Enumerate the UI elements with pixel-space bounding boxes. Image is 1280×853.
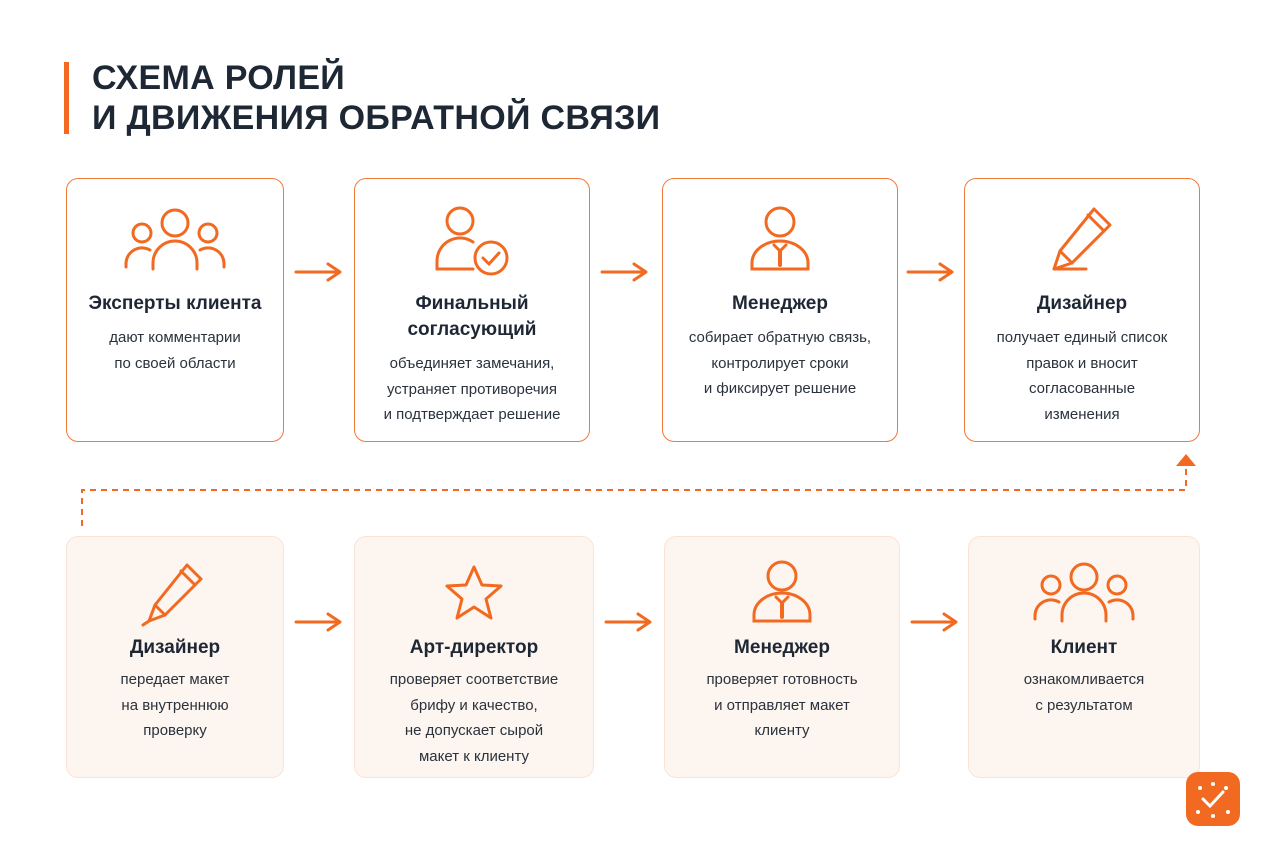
desc-line: не допускает сырой: [404, 722, 544, 739]
desc-line: и подтверждает решение: [383, 406, 561, 423]
card-name: Менеджер: [732, 293, 828, 314]
card-name: Дизайнер: [1036, 293, 1128, 314]
arrow-right-icon: [294, 612, 342, 632]
card-desc: дают комментарии по своей области: [77, 325, 273, 376]
brand-logo-icon: [1186, 772, 1240, 826]
arrow-right-icon: [906, 262, 954, 282]
name-line: Финальный: [415, 293, 529, 314]
desc-line: и фиксирует решение: [703, 380, 857, 397]
arrow-right-icon: [294, 262, 342, 282]
card-desc: ознакомливается с результатом: [979, 667, 1189, 718]
card-desc: собирает обратную связь, контролирует ср…: [673, 325, 887, 402]
manager-icon: [665, 559, 899, 631]
desc-line: с результатом: [1035, 696, 1133, 714]
card-manager-1: Менеджер собирает обратную связь, контро…: [662, 178, 898, 442]
desc-line: клиенту: [754, 722, 810, 739]
card-desc: передает макет на внутреннюю проверку: [77, 667, 273, 744]
card-designer-2: Дизайнер передает макет на внутреннюю пр…: [66, 536, 284, 778]
arrow-right-icon: [910, 612, 958, 632]
desc-line: изменения: [1044, 405, 1120, 423]
card-desc: объединяет замечания, устраняет противор…: [365, 351, 579, 428]
title-accent-bar: [64, 62, 69, 134]
card-client-experts: Эксперты клиента дают комментарии по сво…: [66, 178, 284, 442]
arrow-right-icon: [600, 262, 648, 282]
star-icon: [355, 559, 593, 631]
card-name: Менеджер: [734, 637, 830, 658]
page-title: СХЕМА РОЛЕЙ И ДВИЖЕНИЯ ОБРАТНОЙ СВЯЗИ: [92, 58, 660, 138]
desc-line: макет к клиенту: [418, 747, 530, 765]
desc-line: и отправляет макет: [714, 696, 850, 714]
desc-line: проверяет соответствие: [389, 671, 559, 688]
card-client: Клиент ознакомливается с результатом: [968, 536, 1200, 778]
group-icon: [67, 205, 283, 277]
group-icon: [969, 559, 1199, 631]
desc-line: проверку: [143, 722, 207, 739]
manager-icon: [663, 205, 897, 277]
feedback-loop-connector: [81, 454, 1196, 526]
pencil-icon: [965, 205, 1199, 277]
desc-line: получает единый список: [996, 329, 1168, 346]
desc-line: объединяет замечания,: [389, 355, 555, 372]
arrow-right-icon: [604, 612, 652, 632]
title-line-1: СХЕМА РОЛЕЙ: [92, 59, 346, 97]
name-line: согласующий: [407, 319, 537, 340]
user-check-icon: [355, 205, 589, 277]
desc-line: проверяет готовность: [706, 671, 858, 688]
card-designer-1: Дизайнер получает единый список правок и…: [964, 178, 1200, 442]
desc-line: контролирует сроки: [711, 354, 849, 372]
card-name: Дизайнер: [129, 637, 221, 658]
desc-line: передает макет: [120, 671, 230, 688]
desc-line: по своей области: [114, 354, 236, 372]
card-final-approver: Финальный согласующий объединяет замечан…: [354, 178, 590, 442]
desc-line: согласованные: [1028, 380, 1136, 397]
card-art-director: Арт-директор проверяет соответствие бриф…: [354, 536, 594, 778]
desc-line: правок и вносит: [1026, 354, 1138, 372]
pencil-icon: [67, 559, 283, 631]
title-line-2: И ДВИЖЕНИЯ ОБРАТНОЙ СВЯЗИ: [92, 99, 661, 137]
desc-line: брифу и качество,: [410, 696, 538, 714]
desc-line: на внутреннюю: [121, 696, 229, 714]
card-name: Эксперты клиента: [88, 293, 262, 314]
card-name: Арт-директор: [409, 637, 539, 658]
card-name: Клиент: [1050, 637, 1118, 658]
card-name: Финальный согласующий: [361, 291, 583, 343]
desc-line: устраняет противоречия: [386, 380, 558, 398]
desc-line: собирает обратную связь,: [688, 329, 872, 346]
card-manager-2: Менеджер проверяет готовность и отправля…: [664, 536, 900, 778]
card-desc: проверяет соответствие брифу и качество,…: [365, 667, 583, 769]
desc-line: дают комментарии: [109, 329, 241, 346]
card-desc: получает единый список правок и вносит с…: [975, 325, 1189, 427]
card-desc: проверяет готовность и отправляет макет …: [675, 667, 889, 744]
desc-line: ознакомливается: [1023, 671, 1145, 688]
